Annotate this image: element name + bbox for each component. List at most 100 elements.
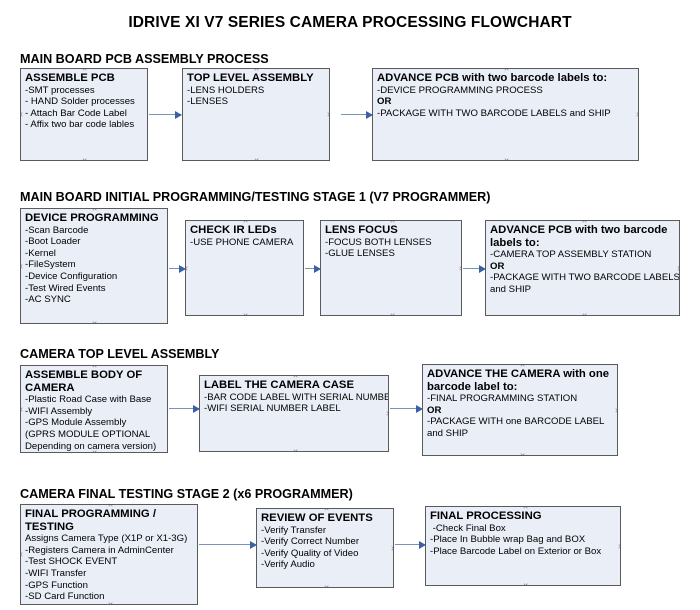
node-title: DEVICE PROGRAMMING bbox=[25, 212, 159, 224]
node-line: -PACKAGE WITH TWO BARCODE LABELS and SHI… bbox=[377, 107, 611, 119]
node-line: -FOCUS BOTH LENSES bbox=[325, 236, 432, 248]
node-line: -BAR CODE LABEL WITH SERIAL NUMBER bbox=[204, 391, 389, 403]
node-line: - HAND Solder processes bbox=[25, 96, 135, 108]
node-line: -WIFI Assembly bbox=[25, 405, 93, 417]
node-assemble-body-of-camera[interactable]: ASSEMBLE BODY OF CAMERA -Plastic Road Ca… bbox=[20, 365, 168, 453]
node-title: LENS FOCUS bbox=[325, 224, 398, 236]
node-line: -SMT processes bbox=[25, 84, 95, 96]
node-review-of-events[interactable]: REVIEW OF EVENTS -Verify Transfer -Verif… bbox=[256, 508, 394, 588]
node-title: ASSEMBLE BODY OF CAMERA bbox=[25, 369, 143, 394]
resize-handle[interactable] bbox=[635, 111, 638, 118]
resize-handle[interactable] bbox=[253, 157, 260, 160]
resize-handle[interactable] bbox=[21, 551, 24, 558]
connector-assemble-body-to-label-case bbox=[169, 408, 199, 410]
connector-device-prog-to-check-ir bbox=[169, 268, 185, 270]
node-title: CHECK IR LEDs bbox=[190, 224, 277, 236]
node-title: REVIEW OF EVENTS bbox=[261, 512, 373, 524]
section-heading-camera-top-level-assembly: CAMERA TOP LEVEL ASSEMBLY bbox=[20, 347, 220, 361]
node-title: LABEL THE CAMERA CASE bbox=[204, 379, 355, 391]
section-heading-camera-final-testing: CAMERA FINAL TESTING STAGE 2 (x6 PROGRAM… bbox=[20, 487, 353, 501]
resize-handle[interactable] bbox=[676, 265, 679, 272]
node-line: - Attach Bar Code Label bbox=[25, 107, 127, 119]
resize-handle[interactable] bbox=[503, 157, 510, 160]
resize-handle[interactable] bbox=[242, 312, 249, 315]
node-assemble-pcb[interactable]: ASSEMBLE PCB -SMT processes - HAND Solde… bbox=[20, 68, 148, 161]
resize-handle[interactable] bbox=[21, 111, 24, 118]
section-heading-main-board-initial-programming: MAIN BOARD INITIAL PROGRAMMING/TESTING S… bbox=[20, 190, 491, 204]
node-line: -Scan Barcode bbox=[25, 224, 89, 236]
node-line: -Verify Correct Number bbox=[261, 536, 360, 548]
resize-handle[interactable] bbox=[614, 407, 617, 414]
node-line: OR bbox=[377, 96, 392, 108]
resize-handle[interactable] bbox=[326, 111, 329, 118]
node-advance-pcb-top-assembly[interactable]: ADVANCE PCB with two barcode labels to: … bbox=[485, 220, 680, 316]
resize-handle[interactable] bbox=[292, 448, 299, 451]
node-advance-the-camera[interactable]: ADVANCE THE CAMERA with one barcode labe… bbox=[422, 364, 618, 456]
node-line: -Device Configuration bbox=[25, 270, 118, 282]
resize-handle[interactable] bbox=[389, 312, 396, 315]
node-line: -Place Barcode Label on Exterior or Box bbox=[430, 545, 602, 557]
node-advance-pcb-two-barcode[interactable]: ADVANCE PCB with two barcode labels to: … bbox=[372, 68, 639, 161]
resize-handle[interactable] bbox=[186, 265, 189, 272]
node-final-programming-testing[interactable]: FINAL PROGRAMMING / TESTING Assigns Came… bbox=[20, 504, 198, 605]
section-heading-main-board-pcb-assembly: MAIN BOARD PCB ASSEMBLY PROCESS bbox=[20, 52, 269, 66]
resize-handle[interactable] bbox=[390, 545, 393, 552]
node-line: -Kernel bbox=[25, 247, 56, 259]
node-line: -Registers Camera in AdminCenter bbox=[25, 544, 174, 556]
node-final-processing[interactable]: FINAL PROCESSING -Check Final Box -Place… bbox=[425, 506, 621, 586]
node-line: -Check Final Box bbox=[430, 522, 506, 534]
node-line: -Verify Transfer bbox=[261, 524, 327, 536]
resize-handle[interactable] bbox=[519, 452, 526, 455]
node-line: -WIFI SERIAL NUMBER LABEL bbox=[204, 403, 341, 415]
resize-handle[interactable] bbox=[21, 406, 24, 413]
node-line: and SHIP bbox=[427, 427, 469, 439]
node-line: -Verify Audio bbox=[261, 559, 315, 571]
node-line: -FileSystem bbox=[25, 259, 76, 271]
node-line: -CAMERA TOP ASSEMBLY STATION bbox=[490, 249, 652, 261]
node-label-the-camera-case[interactable]: LABEL THE CAMERA CASE -BAR CODE LABEL WI… bbox=[199, 375, 389, 452]
resize-handle[interactable] bbox=[617, 543, 620, 550]
node-line: OR bbox=[427, 404, 442, 416]
connector-final-prog-to-review bbox=[199, 544, 256, 546]
resize-handle[interactable] bbox=[81, 157, 88, 160]
connector-lens-focus-to-advance bbox=[463, 268, 485, 270]
node-lens-focus[interactable]: LENS FOCUS -FOCUS BOTH LENSES -GLUE LENS… bbox=[320, 220, 462, 316]
node-line: -SD Card Function bbox=[25, 591, 105, 603]
resize-handle[interactable] bbox=[522, 582, 529, 585]
resize-handle[interactable] bbox=[385, 410, 388, 417]
node-title: ADVANCE PCB with two barcode labels to: bbox=[377, 72, 608, 84]
node-line: and SHIP bbox=[490, 283, 532, 295]
node-line: -DEVICE PROGRAMMING PROCESS bbox=[377, 84, 543, 96]
node-line: -Test Wired Events bbox=[25, 282, 106, 294]
node-title: ASSEMBLE PCB bbox=[25, 72, 115, 84]
node-line: OR bbox=[490, 260, 505, 272]
node-device-programming[interactable]: DEVICE PROGRAMMING -Scan Barcode -Boot L… bbox=[20, 208, 168, 324]
node-line: -LENSES bbox=[187, 96, 229, 108]
resize-handle[interactable] bbox=[458, 265, 461, 272]
node-line: -GPS Module Assembly bbox=[25, 417, 127, 429]
node-check-ir-leds[interactable]: CHECK IR LEDs -USE PHONE CAMERA bbox=[185, 220, 304, 316]
node-line: -Boot Loader bbox=[25, 236, 81, 248]
node-line: -PACKAGE WITH one BARCODE LABEL bbox=[427, 416, 605, 428]
page-title: IDRIVE XI V7 SERIES CAMERA PROCESSING FL… bbox=[128, 14, 572, 31]
node-line: -WIFI Transfer bbox=[25, 567, 87, 579]
resize-handle[interactable] bbox=[323, 584, 330, 587]
node-title: FINAL PROGRAMMING / TESTING bbox=[25, 508, 156, 533]
node-top-level-assembly[interactable]: TOP LEVEL ASSEMBLY -LENS HOLDERS -LENSES bbox=[182, 68, 330, 161]
node-line: Assigns Camera Type (X1P or X1-3G) bbox=[25, 533, 188, 545]
node-line: -PACKAGE WITH TWO BARCODE LABELS bbox=[490, 272, 680, 284]
node-line: -GLUE LENSES bbox=[325, 248, 395, 260]
connector-assemble-to-top-level bbox=[149, 114, 181, 116]
resize-handle[interactable] bbox=[91, 320, 98, 323]
connector-review-to-final-processing bbox=[395, 544, 425, 546]
node-title: FINAL PROCESSING bbox=[430, 510, 542, 522]
connector-top-level-to-advance bbox=[341, 114, 372, 116]
node-title: ADVANCE PCB with two barcode labels to: bbox=[490, 224, 668, 249]
node-line: -Place In Bubble wrap Bag and BOX bbox=[430, 534, 586, 546]
node-line: -AC SYNC bbox=[25, 294, 71, 306]
node-title: TOP LEVEL ASSEMBLY bbox=[187, 72, 314, 84]
resize-handle[interactable] bbox=[21, 263, 24, 270]
node-line: (GPRS MODULE OPTIONAL bbox=[25, 428, 151, 440]
resize-handle[interactable] bbox=[581, 312, 588, 315]
node-line: -GPS Function bbox=[25, 579, 88, 591]
